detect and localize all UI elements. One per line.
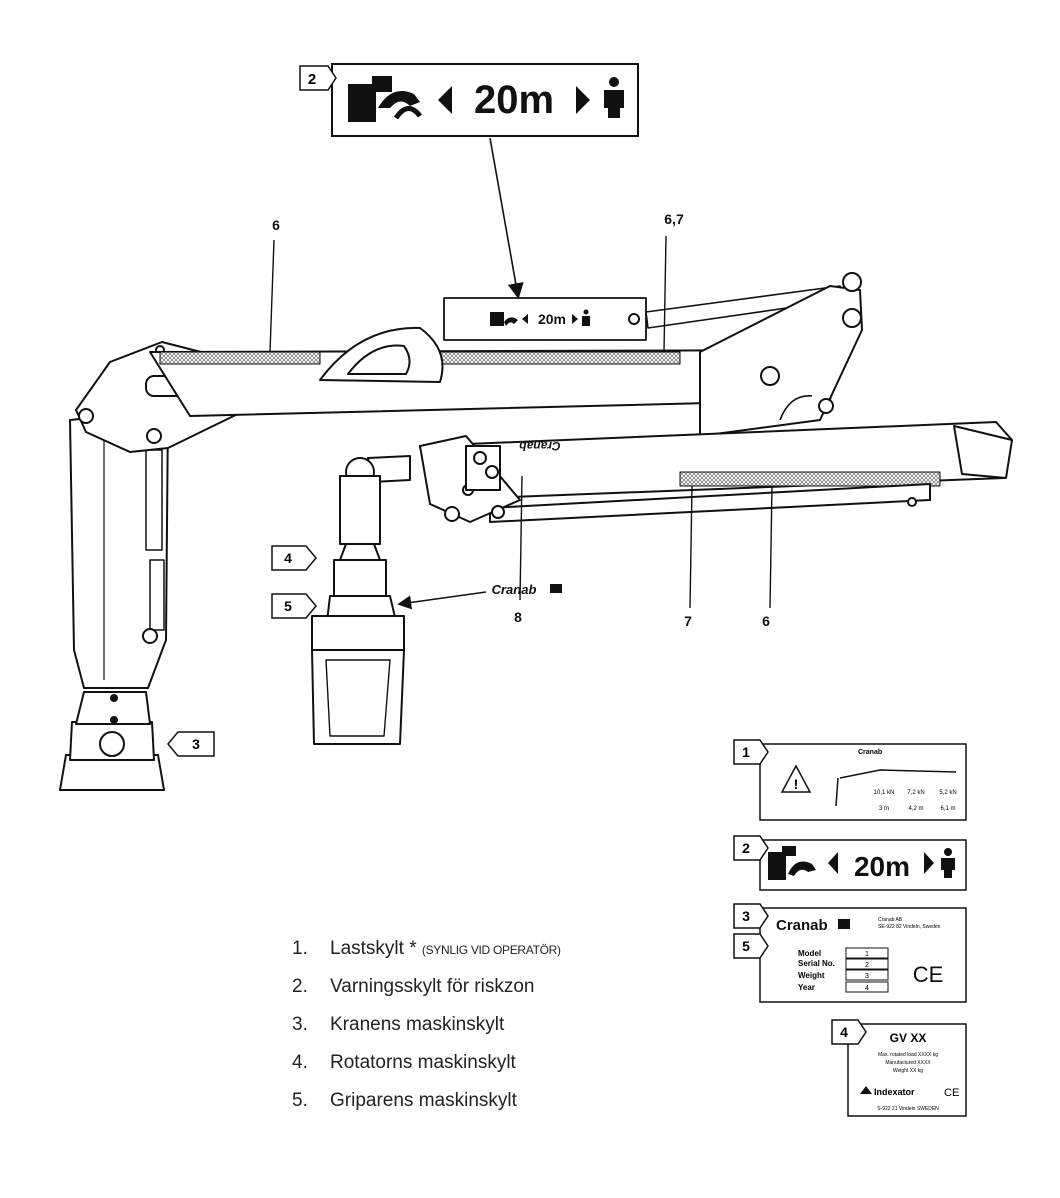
pointer-arrow-sign	[489, 137, 524, 300]
svg-text:3: 3	[865, 973, 869, 980]
svg-text:Weight: Weight	[798, 971, 825, 980]
legend-item: 2.Varningsskylt för riskzon	[292, 976, 535, 997]
callout-labels: 6 6,7 8 7 6	[272, 211, 770, 629]
tag-5: 5	[271, 593, 317, 619]
cranab-label-8: Cranab	[492, 582, 537, 597]
indexator-logo-icon	[860, 1086, 872, 1094]
legend-item: 1.Lastskylt * (SYNLIG VID OPERATÖR)	[292, 938, 561, 959]
label-4-rotator-plate: 4 GV XX Max. rotated load XXXX kg Manufa…	[831, 1019, 967, 1117]
svg-text:Cranab: Cranab	[858, 749, 882, 756]
distance-label: 20m	[474, 78, 554, 122]
label-1-load-chart: 1 ! Cranab 10,1 kN 7,2 kN 5,2 kN 3 m 4,2…	[733, 739, 967, 821]
svg-text:CE: CE	[944, 1087, 959, 1099]
svg-text:3 m: 3 m	[879, 806, 889, 812]
boom-warning-sign: 20m	[490, 309, 590, 327]
svg-text:S-922 21 Vindeln SWEDEN: S-922 21 Vindeln SWEDEN	[877, 1106, 939, 1112]
hatched-stripe-jib	[679, 471, 941, 487]
callout-8: 8	[514, 609, 522, 625]
legend-item: 5.Griparens maskinskylt	[292, 1090, 517, 1111]
svg-text:Indexator: Indexator	[874, 1087, 915, 1097]
warning-sign-large: 20m	[331, 63, 639, 137]
callout-6-right: 6	[762, 613, 770, 629]
svg-text:4: 4	[284, 550, 292, 566]
svg-text:10,1 kN: 10,1 kN	[874, 790, 895, 796]
svg-text:7,2 kN: 7,2 kN	[907, 790, 924, 796]
svg-text:Manufactured XXXX: Manufactured XXXX	[885, 1060, 931, 1066]
callout-6-left: 6	[272, 217, 280, 233]
svg-text:3: 3	[742, 908, 750, 924]
crane-drawing: 20m	[59, 272, 1013, 791]
svg-text:4: 4	[840, 1024, 848, 1040]
arrow-left-icon	[438, 86, 452, 114]
callout-6-7: 6,7	[664, 211, 684, 227]
hatched-stripe-main	[159, 351, 321, 365]
svg-text:4: 4	[865, 985, 869, 992]
svg-text:Cranab: Cranab	[776, 917, 828, 934]
svg-text:SE-922 82 Vindeln, Sweden: SE-922 82 Vindeln, Sweden	[878, 924, 941, 930]
svg-text:5: 5	[284, 598, 292, 614]
boom-brand-text: Cranab	[519, 439, 560, 453]
hatched-stripe-main-2	[429, 351, 681, 365]
svg-text:5,2 kN: 5,2 kN	[939, 790, 956, 796]
ce-mark: CE	[913, 962, 944, 987]
arrow-right-icon	[576, 86, 590, 114]
tag-3: 3	[167, 731, 215, 757]
svg-text:2: 2	[865, 962, 869, 969]
boom-cylinder	[443, 297, 647, 341]
legend-list: 1.Lastskylt * (SYNLIG VID OPERATÖR) 2.Va…	[292, 938, 561, 1128]
svg-text:6,1 m: 6,1 m	[940, 806, 955, 812]
svg-text:Model: Model	[798, 949, 821, 958]
svg-text:Year: Year	[798, 983, 815, 992]
tag-4: 4	[271, 545, 317, 571]
svg-text:2: 2	[742, 840, 750, 856]
tag-2-pentagon: 2	[299, 65, 337, 91]
boom-sign-distance: 20m	[538, 311, 566, 327]
cranab-logo-icon	[550, 584, 562, 593]
warning-triangle-icon: !	[780, 764, 812, 793]
person-icon	[604, 77, 624, 118]
label-2-warning: 2 20m	[733, 835, 967, 891]
svg-text:2: 2	[308, 71, 316, 88]
svg-text:Max. rotated load XXXX kg: Max. rotated load XXXX kg	[878, 1052, 938, 1058]
svg-text:Serial No.: Serial No.	[798, 959, 835, 968]
svg-text:GV XX: GV XX	[890, 1031, 927, 1045]
svg-text:5: 5	[742, 938, 750, 954]
forwarder-icon	[348, 76, 422, 122]
svg-text:1: 1	[742, 744, 750, 760]
svg-text:1: 1	[865, 951, 869, 958]
svg-text:!: !	[794, 776, 799, 792]
svg-text:Weight XX kg: Weight XX kg	[893, 1068, 923, 1074]
legend-item: 4.Rotatorns maskinskylt	[292, 1052, 516, 1073]
callout-lines	[269, 235, 773, 610]
svg-text:20m: 20m	[854, 851, 910, 882]
label-3-5-plate: 3 5 Cranab Cranab AB SE-922 82 Vindeln, …	[733, 903, 967, 1003]
svg-text:3: 3	[192, 736, 200, 752]
rotator	[333, 559, 387, 597]
svg-text:4,2 m: 4,2 m	[908, 806, 923, 812]
legend-item: 3.Kranens maskinskylt	[292, 1014, 505, 1035]
callout-7: 7	[684, 613, 692, 629]
svg-text:Cranab AB: Cranab AB	[878, 917, 903, 923]
